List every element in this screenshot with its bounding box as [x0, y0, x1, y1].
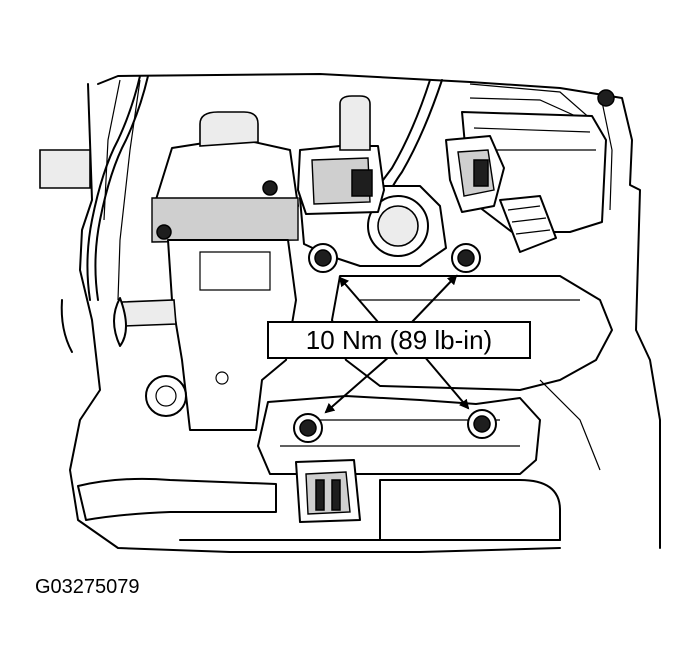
manifold-flange — [257, 275, 613, 475]
bottom-connector — [295, 459, 361, 523]
torque-spec-label: 10 Nm (89 lb-in) — [306, 325, 492, 355]
valve-body — [113, 111, 299, 431]
sensor-connector — [445, 135, 557, 253]
throttle-body — [297, 95, 447, 267]
intake-cover — [461, 89, 615, 233]
leader-arrow-upper-right — [411, 274, 458, 323]
mounting-bolt-lower-left — [293, 413, 323, 443]
torque-callout: 10 Nm (89 lb-in) — [267, 321, 531, 359]
leader-arrow-upper-left — [338, 276, 379, 323]
mounting-bolt-upper-right — [451, 243, 481, 273]
lower-hose — [77, 477, 561, 541]
torque-callout-box — [267, 321, 531, 359]
figure-id: G03275079 — [35, 576, 140, 598]
mounting-bolt-lower-right — [467, 409, 497, 439]
callout-leaders — [324, 274, 470, 414]
leader-arrow-lower-left — [324, 355, 391, 414]
mounting-bolt-upper-left — [308, 243, 338, 273]
leader-arrow-lower-right — [423, 355, 470, 410]
